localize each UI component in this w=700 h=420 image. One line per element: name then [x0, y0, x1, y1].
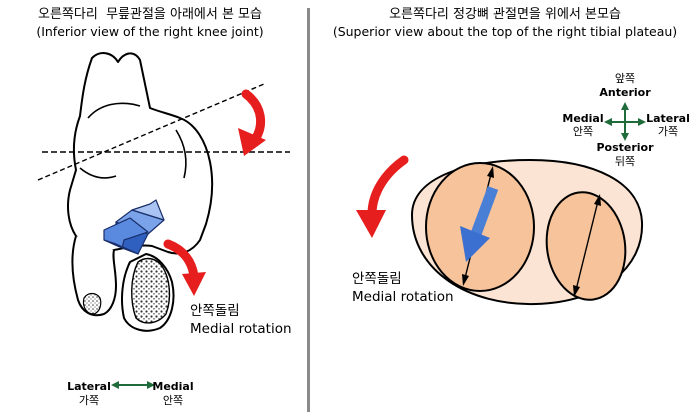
- right-title-korean: 오른쪽다리 정강뼈 관절면을 위에서 본모습: [389, 7, 621, 22]
- left-rotation-label-english: Medial rotation: [190, 321, 292, 337]
- lateral-condyle-span-arrow: [573, 194, 601, 297]
- axis-medial-ko: 안쪽: [162, 394, 184, 407]
- femur-contour-1: [87, 102, 141, 119]
- compass-medial-ko: 안쪽: [572, 125, 594, 138]
- tibial-plateau: [410, 158, 644, 306]
- left-rotation-label-korean: 안쪽돌림: [190, 303, 240, 319]
- compass-anterior-en: Anterior: [599, 86, 651, 99]
- femur-contour-3: [175, 129, 187, 179]
- axis-medial-en: Medial: [152, 380, 194, 393]
- axis-lateral-en: Lateral: [67, 380, 111, 393]
- right-panel-title: 오른쪽다리 정강뼈 관절면을 위에서 본모습 (Superior view ab…: [310, 6, 700, 40]
- lateral-condyle: [545, 191, 627, 301]
- red-rotation-arrow-upper: [238, 89, 266, 156]
- compass-medial-en: Medial: [562, 112, 604, 125]
- red-rotation-arrow-lower: [163, 239, 206, 296]
- right-title-english: (Superior view about the top of the righ…: [332, 24, 678, 39]
- axis-lateral-ko: 가쪽: [78, 394, 100, 407]
- orientation-compass: [604, 102, 646, 141]
- compass-lateral-ko: 가쪽: [657, 125, 679, 138]
- panel-divider: [307, 8, 310, 412]
- right-rotation-label-korean: 안쪽돌림: [352, 271, 402, 287]
- tibia-cross-section: [131, 257, 171, 324]
- tibia-left-part: [71, 235, 117, 317]
- right-rotation-label-english: Medial rotation: [352, 289, 454, 305]
- red-rotation-arrow-right: [356, 155, 409, 238]
- compass-anterior-ko: 앞쪽: [614, 72, 636, 85]
- femur-contour-2: [79, 167, 117, 179]
- compass-posterior-en: Posterior: [596, 141, 654, 154]
- left-title-korean: 오른쪽다리 무릎관절을 아래에서 본 모습: [38, 7, 262, 22]
- rotated-axis-line: [37, 83, 265, 181]
- left-panel-title: 오른쪽다리 무릎관절을 아래에서 본 모습 (Inferior view of …: [0, 6, 300, 40]
- blue-motion-arrow: [460, 186, 499, 262]
- compass-lateral-en: Lateral: [646, 112, 690, 125]
- lateral-medial-axis-arrow: [111, 381, 155, 389]
- blue-push-arrow: [103, 199, 165, 255]
- compass-posterior-ko: 뒤쪽: [614, 155, 636, 168]
- fibula-cross-section: [82, 292, 102, 315]
- left-title-english: (Inferior view of the right knee joint): [36, 24, 264, 39]
